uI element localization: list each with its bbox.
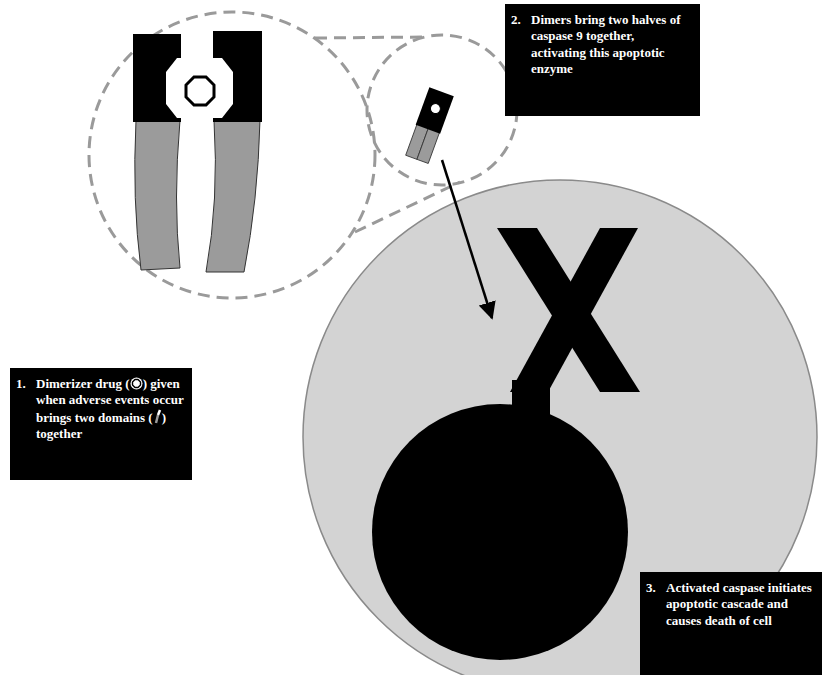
step-text: Dimerizer drug ( bbox=[36, 376, 130, 391]
icon-caspase bbox=[158, 410, 160, 415]
step-body: Dimers bring two halves of caspase 9 tog… bbox=[531, 12, 692, 108]
zoom-circle bbox=[89, 12, 375, 298]
domain-icon bbox=[153, 409, 162, 424]
zoom-line bbox=[355, 182, 460, 232]
binding-pocket bbox=[166, 58, 233, 118]
icon-octagon bbox=[132, 380, 140, 388]
icon-domain bbox=[156, 415, 158, 423]
x-stroke bbox=[497, 228, 640, 392]
dimerizer-drug bbox=[429, 102, 442, 115]
step-box: 2.Dimers bring two halves of caspase 9 t… bbox=[505, 4, 700, 116]
dimerized-complex bbox=[405, 87, 454, 164]
dimerization-domain bbox=[417, 127, 440, 163]
dimerization-domain bbox=[135, 120, 180, 270]
step-text: Dimers bring two halves of caspase 9 tog… bbox=[531, 12, 681, 76]
icon-disc bbox=[130, 378, 142, 390]
caspase-dimer bbox=[416, 87, 454, 133]
x-stroke bbox=[510, 228, 638, 392]
cell-nucleus bbox=[372, 404, 628, 660]
x-stem bbox=[512, 380, 550, 420]
step-number: 3. bbox=[646, 580, 666, 668]
dimerizer-drug bbox=[186, 77, 214, 105]
step-text: Activated caspase initiates apoptotic ca… bbox=[666, 580, 812, 628]
cell-body bbox=[303, 180, 817, 675]
drug-icon bbox=[130, 377, 143, 390]
action-arrow bbox=[442, 160, 492, 318]
zoom-line bbox=[315, 37, 425, 38]
step-box: 3.Activated caspase initiates apoptotic … bbox=[640, 572, 822, 675]
step-box: 1.Dimerizer drug () given when adverse e… bbox=[10, 368, 192, 480]
death-x-symbol bbox=[497, 228, 640, 420]
step-number: 2. bbox=[511, 12, 531, 108]
dimerization-domain bbox=[206, 120, 260, 272]
step-body: Activated caspase initiates apoptotic ca… bbox=[666, 580, 814, 668]
step-body: Dimerizer drug () given when adverse eve… bbox=[36, 376, 184, 472]
step-number: 1. bbox=[16, 376, 36, 472]
domain-pair-zoomed bbox=[133, 31, 262, 272]
